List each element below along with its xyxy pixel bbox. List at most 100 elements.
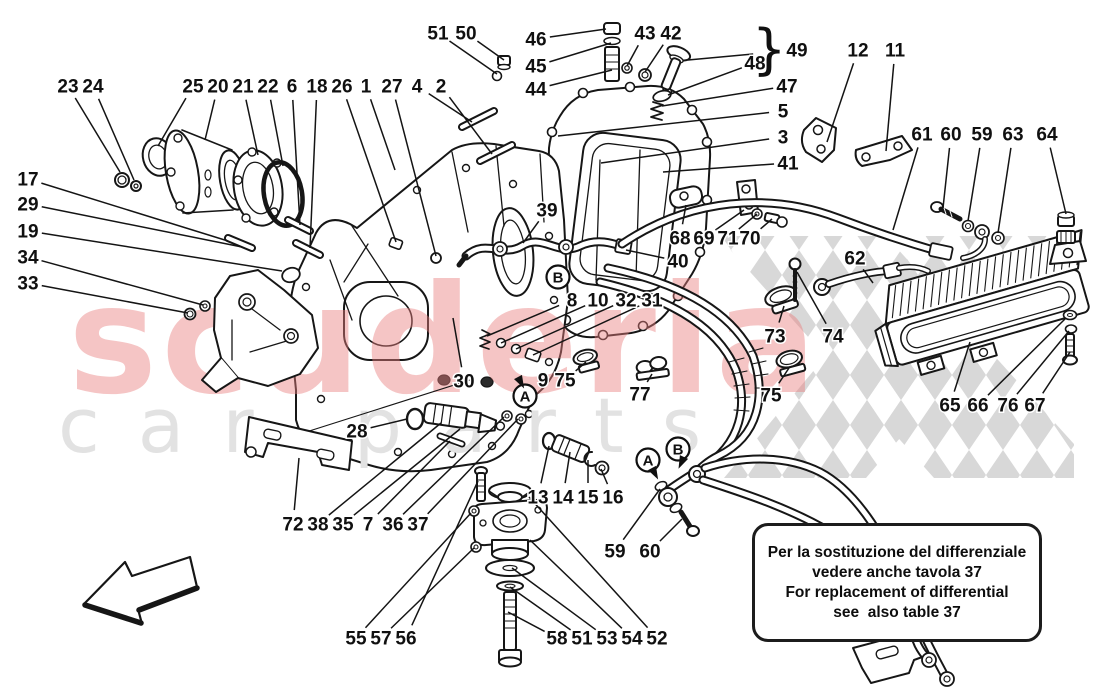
leader-line-12 [826,63,855,143]
part-callout-43: 43 [634,24,655,45]
leader-line-24 [97,98,135,181]
part-callout-29: 29 [17,195,38,216]
leader-line-60 [659,518,683,542]
leader-line-35 [353,428,461,516]
part-callout-55: 55 [345,629,367,650]
circled-letter-text-B: B [673,442,684,459]
leader-line-74 [796,271,827,325]
watermark-word: scuderia [68,254,821,428]
leader-line-7 [377,440,451,515]
part-callout-31: 31 [641,291,663,312]
part-callout-59: 59 [971,125,992,146]
part-callout-76: 76 [997,396,1018,417]
leader-line-44 [549,69,613,87]
leader-line-70 [760,218,773,230]
leader-line-53 [511,567,597,631]
cooler-hose-61 [617,198,1005,261]
part-callout-51: 51 [571,629,593,650]
part-callout-50: 50 [455,24,476,45]
washer-51 [491,70,503,82]
part-callout-56: 56 [395,629,416,650]
part-callout-75: 75 [760,386,782,407]
part-callout-61: 61 [911,125,933,146]
part-callout-52: 52 [646,629,667,650]
part-callout-16: 16 [602,488,623,509]
oil-pipe [456,237,633,268]
valve-assembly [405,329,542,448]
leader-line-37 [427,418,519,515]
leader-line-54 [529,539,623,629]
hose-clamps [572,257,807,381]
part-callout-62: 62 [844,249,865,270]
leader-line-22 [269,99,284,167]
circled-letter-text-A: A [643,453,654,470]
spring-47 [650,101,664,121]
part-callout-39: 39 [536,201,557,222]
part-callout-58: 58 [546,629,567,650]
part-callout-67: 67 [1024,396,1045,417]
support-bracket-72 [244,416,353,471]
pointer-arrow-icon [648,465,659,480]
leader-line-58 [507,611,545,633]
part-callout-44: 44 [525,80,547,101]
leader-line-17 [41,182,229,242]
leader-line-3 [600,138,770,164]
part-callout-71: 71 [717,229,739,250]
mount-bracket [183,269,319,393]
direction-arrow [82,555,200,626]
leader-line-51 [509,586,572,631]
leader-line-38 [328,422,442,516]
part-callout-13: 13 [527,488,548,509]
plug-dark-2 [480,376,494,388]
leader-line-49 [687,53,754,61]
leader-line-51 [449,40,498,75]
plug-27 [430,252,442,264]
seal-and-cover-row [114,129,305,228]
leader-line-75 [778,367,790,384]
part-callout-63: 63 [1002,125,1023,146]
leader-line-39 [522,220,540,244]
part-callout-22: 22 [257,77,278,98]
part-callout-12: 12 [847,41,868,62]
brace-49: } [752,18,786,81]
circled-letter-A [512,383,538,409]
leader-line-2 [448,96,493,155]
cooler-hose-62 [813,261,931,296]
leader-line-50 [476,40,505,61]
part-callout-10: 10 [587,291,608,312]
leader-line-11 [885,63,895,152]
leader-line-63 [997,147,1012,234]
circled-letter-text-A: A [520,389,531,406]
part-callout-65: 65 [939,396,961,417]
part-callout-38: 38 [307,515,328,536]
circled-letter-text-B: B [553,270,564,287]
bracket-11 [854,135,913,167]
part-callout-46: 46 [525,30,546,51]
leader-line-34 [41,259,204,306]
leader-line-26 [345,98,397,243]
studs [224,107,516,284]
part-callout-20: 20 [207,77,228,98]
oil-cooler-radiator [874,211,1090,376]
leader-line-21 [245,99,259,156]
part-callout-27: 27 [381,77,402,98]
part-callout-4: 4 [412,77,423,98]
circled-letter-B [545,264,571,290]
leader-line-27 [394,99,437,257]
note-line-english-1: For replacement of differential [785,583,1009,601]
part-callout-21: 21 [232,77,254,98]
leader-line-60 [942,147,951,209]
part-callout-6: 6 [287,77,298,98]
part-callout-49: 49 [786,41,807,62]
part-callout-28: 28 [346,422,367,443]
mount-stack [468,466,548,668]
part-callout-18: 18 [306,77,327,98]
note-line-italian-2: vedere anche tavola 37 [812,563,982,581]
circled-letter-B [665,436,691,462]
part-callout-30: 30 [453,372,474,393]
leader-line-23 [74,97,121,173]
leader-line-31 [532,305,640,356]
leader-line-45 [549,42,612,63]
part-callout-51: 51 [427,24,449,45]
